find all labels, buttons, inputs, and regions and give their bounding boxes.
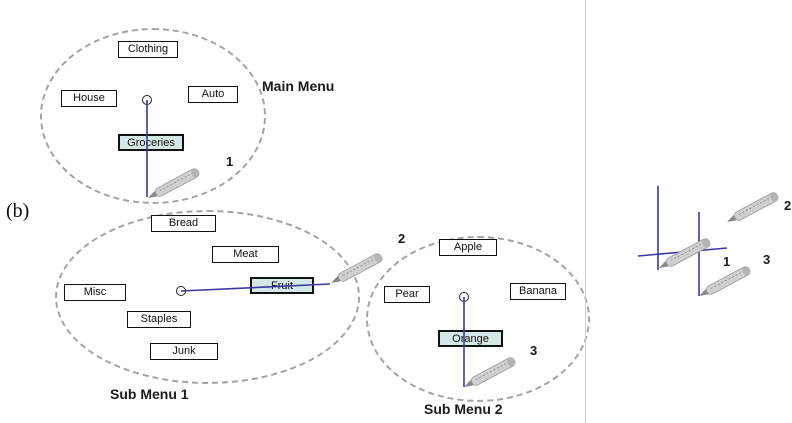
sub-menu-2-ring: [366, 236, 590, 402]
menu-item-auto[interactable]: Auto: [188, 86, 238, 103]
menu-item-pear[interactable]: Pear: [384, 286, 430, 303]
main-menu-ring: [40, 28, 266, 204]
menu-item-apple[interactable]: Apple: [439, 239, 497, 256]
panel-label: (b): [6, 200, 30, 222]
menu-item-banana[interactable]: Banana: [510, 283, 566, 300]
panel-divider: [585, 0, 586, 423]
pen-icon: [461, 355, 517, 392]
sub-menu-1-ring: [55, 210, 360, 384]
stroke-sub-menu-1: [180, 283, 331, 292]
menu-item-orange[interactable]: Orange: [438, 330, 503, 347]
main-menu-step: 1: [226, 154, 234, 169]
pen-icon: [656, 236, 712, 273]
pen-icon: [145, 166, 201, 203]
sub-menu-1-title: Sub Menu 1: [110, 386, 189, 402]
sub-menu-2-title: Sub Menu 2: [424, 401, 503, 417]
menu-item-bread[interactable]: Bread: [151, 215, 216, 232]
compound-step-3: 3: [763, 252, 771, 267]
pen-icon: [696, 264, 752, 301]
menu-item-meat[interactable]: Meat: [212, 246, 279, 263]
compound-step-1: 1: [723, 254, 731, 269]
menu-item-staples[interactable]: Staples: [127, 311, 191, 328]
sub-menu-2-step: 3: [530, 343, 538, 358]
menu-item-clothing[interactable]: Clothing: [118, 41, 178, 58]
pen-icon: [724, 190, 780, 227]
menu-item-misc[interactable]: Misc: [64, 284, 126, 301]
main-menu-title: Main Menu: [262, 78, 335, 94]
menu-item-junk[interactable]: Junk: [150, 343, 218, 360]
menu-item-groceries[interactable]: Groceries: [118, 134, 184, 151]
pen-icon: [328, 251, 384, 288]
compound-step-2: 2: [784, 198, 792, 213]
menu-item-house[interactable]: House: [61, 90, 117, 107]
sub-menu-1-step: 2: [398, 231, 406, 246]
